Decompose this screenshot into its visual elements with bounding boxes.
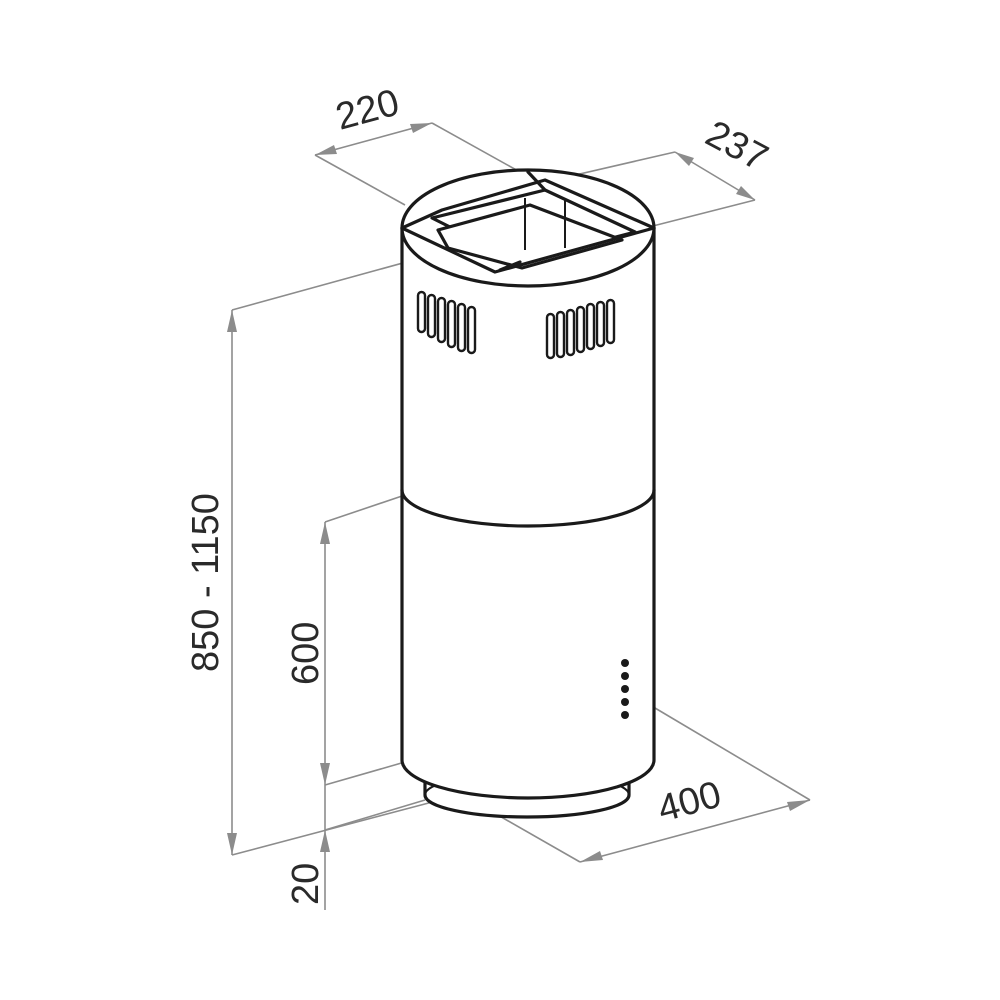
label-top-width: 220 <box>331 82 403 139</box>
label-lower-height: 600 <box>285 622 327 685</box>
ext-line-600-top <box>324 494 406 523</box>
control-button-dot <box>621 659 629 667</box>
arrow-600-top <box>320 522 330 544</box>
ext-line-600-bottom <box>324 761 406 786</box>
duct-rim-front <box>400 226 656 274</box>
vent-slot <box>575 305 586 354</box>
duct-inner <box>436 203 624 270</box>
vent-slot <box>605 298 616 345</box>
vent-slot <box>436 296 447 344</box>
vent-slot <box>416 290 427 334</box>
ext-line-220-left <box>314 154 406 206</box>
duct-tab-top <box>526 170 547 192</box>
arrow-237-bottom <box>736 186 755 200</box>
vent-slot <box>585 302 596 351</box>
duct-rim-back <box>400 178 656 230</box>
vent-slot <box>595 300 606 348</box>
control-buttons <box>621 659 629 719</box>
arrow-220-right <box>410 123 432 133</box>
ext-line-220-right <box>431 122 521 173</box>
arrow-20 <box>320 830 330 852</box>
arrow-220-left <box>315 145 337 155</box>
vent-slot <box>456 302 467 353</box>
dim-line-400 <box>579 799 811 863</box>
vent-slot <box>446 299 457 349</box>
arrow-400-left <box>580 851 603 862</box>
label-top-depth: 237 <box>699 113 775 180</box>
vent-slot <box>545 312 556 360</box>
hood-body <box>400 168 656 819</box>
control-button-dot <box>621 685 629 693</box>
ext-line-237-bottom <box>644 199 756 229</box>
control-button-dot <box>621 672 629 680</box>
arrow-total-top <box>227 310 237 332</box>
label-bottom-ring: 20 <box>285 863 327 905</box>
arrow-600-bottom <box>320 763 330 785</box>
vent-grille-right <box>545 298 616 360</box>
arrow-237-top <box>675 152 694 166</box>
duct-collar <box>400 170 656 274</box>
cylinder <box>400 226 656 800</box>
ext-line-20-bottom <box>324 799 426 831</box>
arrow-400-right <box>787 800 810 811</box>
label-diameter: 400 <box>653 774 725 831</box>
control-button-dot <box>621 698 629 706</box>
section-seam <box>400 488 656 528</box>
vent-slot <box>555 310 566 359</box>
vent-slot <box>565 308 576 357</box>
label-total-height: 850 - 1150 <box>185 493 227 672</box>
duct-tab-bottom <box>498 260 522 272</box>
ext-line-400-right <box>654 707 811 801</box>
control-button-dot <box>621 711 629 719</box>
vent-slot <box>426 293 437 339</box>
arrow-total-bottom <box>227 833 237 855</box>
vent-slot <box>466 305 477 355</box>
vent-grille-left <box>416 290 477 355</box>
dimension-lines <box>227 122 811 910</box>
